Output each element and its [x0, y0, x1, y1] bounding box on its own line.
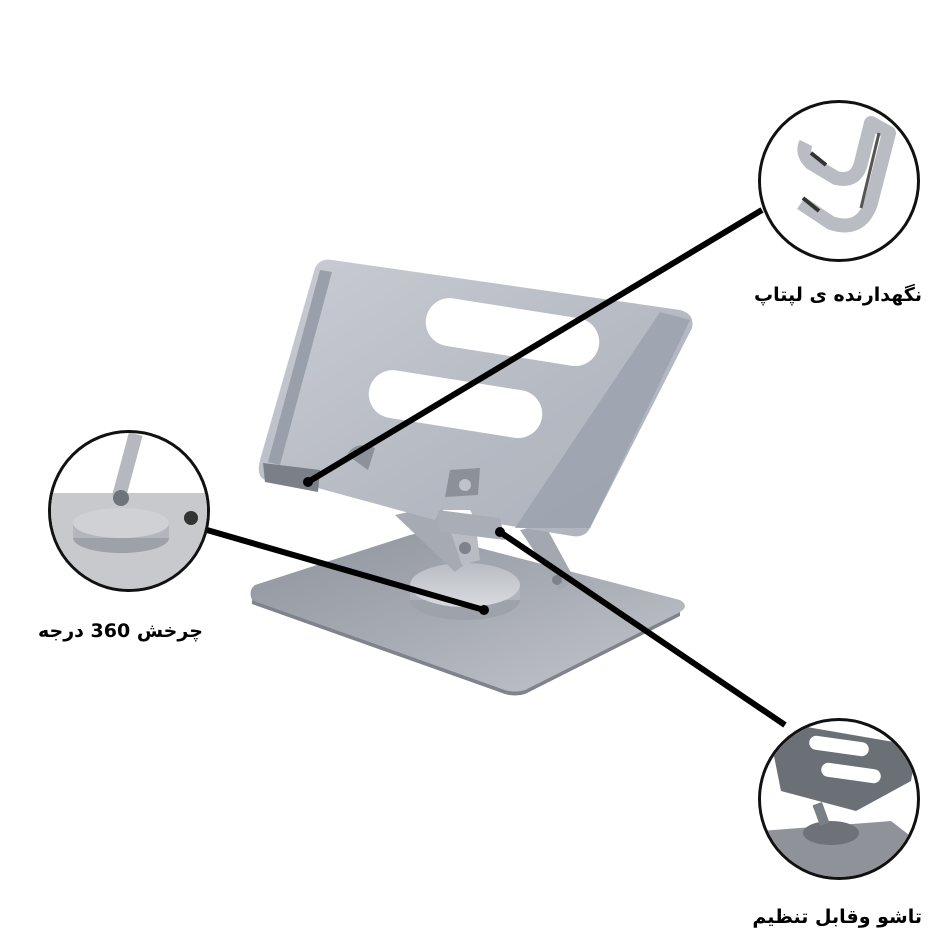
laptop-holder-closeup [758, 100, 920, 262]
rotation-closeup [48, 430, 210, 592]
foldable-adjustable-label: تاشو وقابل تنظیم [752, 906, 922, 928]
rotating-base-closeup-icon [51, 433, 207, 589]
rotation-label: چرخش 360 درجه [38, 620, 203, 642]
hook-closeup-icon [797, 116, 896, 233]
foldable-closeup [758, 718, 920, 880]
laptop-holder-label: نگهدارنده ی لپتاپ [754, 284, 922, 306]
folding-stand-closeup-icon [761, 726, 917, 877]
